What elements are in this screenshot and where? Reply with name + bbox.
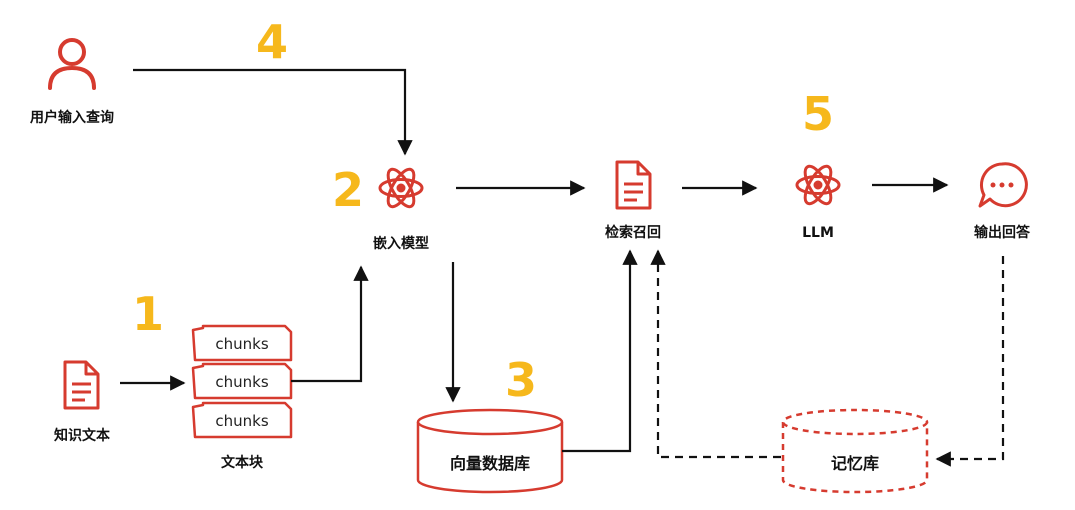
node-retrieval-recall: 检索召回 [605, 160, 661, 241]
node-memory-db: 记忆库 [781, 408, 929, 494]
step-number-4: 4 [256, 15, 288, 69]
node-knowledge-text: 知识文本 [54, 360, 111, 444]
arrow-vectordb-to-retrieval [562, 249, 638, 453]
arrow-query-to-embedding [133, 68, 413, 156]
node-text-chunks: chunks chunks chunks 文本块 [191, 324, 293, 471]
node-embedding-model: 嵌入模型 [373, 167, 429, 252]
chunk-box: chunks [191, 401, 293, 439]
atom-icon [378, 167, 424, 209]
step-number-2: 2 [332, 163, 364, 217]
arrow-chunks-to-embedding [291, 265, 369, 383]
chunk-box: chunks [191, 324, 293, 362]
node-label-llm: LLM [802, 225, 834, 241]
node-label-user-query: 用户输入查询 [30, 109, 114, 126]
node-llm: LLM [795, 164, 841, 241]
document-icon [63, 360, 100, 410]
chunk-box: chunks [191, 362, 293, 400]
user-icon [48, 38, 96, 90]
node-label-output-answer: 输出回答 [974, 224, 1031, 241]
node-label-vector-db: 向量数据库 [450, 454, 530, 473]
step-number-1: 1 [132, 287, 164, 341]
step-number-5: 5 [802, 87, 834, 141]
arrow-output-to-memorydb [935, 256, 1005, 467]
document-icon [615, 160, 652, 210]
chunk-label: chunks [215, 412, 268, 430]
node-vector-db: 向量数据库 [416, 408, 564, 494]
arrow-memorydb-to-retrieval [650, 249, 781, 459]
node-output-answer: 输出回答 [974, 162, 1031, 241]
chat-bubble-icon [978, 162, 1028, 208]
node-label-retrieval-recall: 检索召回 [605, 224, 661, 241]
node-label-embedding-model: 嵌入模型 [373, 235, 429, 252]
node-label-knowledge-text: 知识文本 [54, 427, 111, 444]
node-label-text-chunks: 文本块 [221, 454, 264, 471]
atom-icon [795, 164, 841, 206]
step-number-3: 3 [505, 353, 537, 407]
node-user-query: 用户输入查询 [30, 38, 114, 126]
chunk-label: chunks [215, 373, 268, 391]
chunk-label: chunks [215, 335, 268, 353]
node-label-memory-db: 记忆库 [831, 454, 879, 473]
